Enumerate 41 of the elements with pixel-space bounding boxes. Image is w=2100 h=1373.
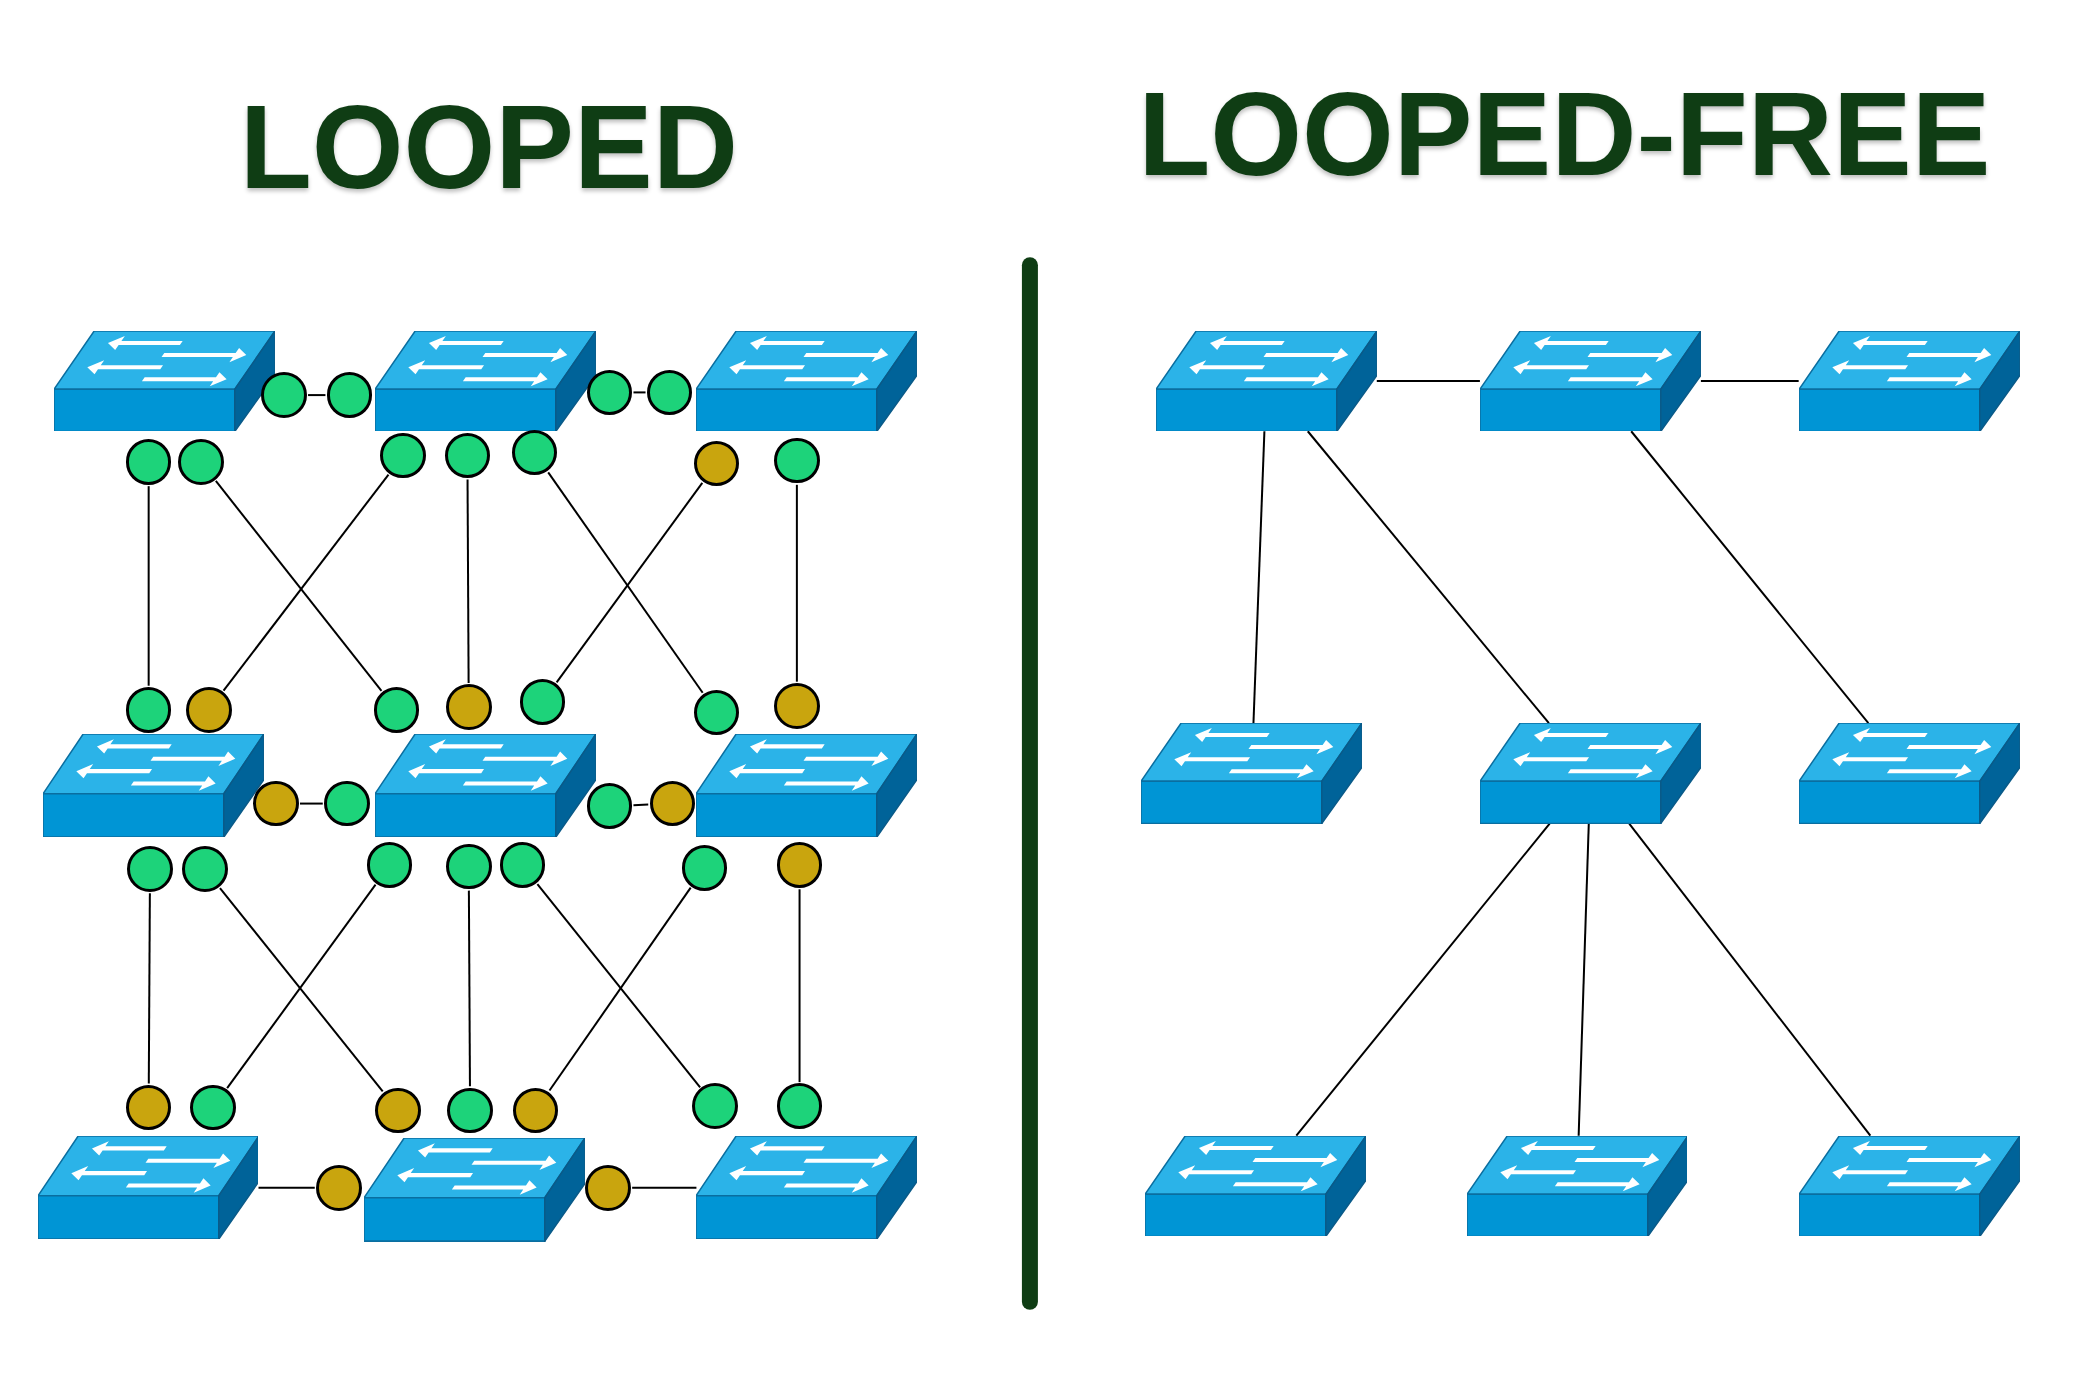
network-switch-icon xyxy=(1798,330,2020,432)
connector-line xyxy=(147,485,150,687)
connector-line xyxy=(467,889,471,1088)
network-switch-icon xyxy=(53,330,275,432)
network-switch-icon xyxy=(1798,1135,2020,1237)
connector-line xyxy=(1375,380,1481,383)
section-title: LOOPED xyxy=(239,88,738,207)
connector-line xyxy=(307,394,327,397)
connector-line xyxy=(1306,430,1550,725)
connector-line xyxy=(795,483,798,683)
connector-line xyxy=(1577,822,1590,1137)
connector-line xyxy=(798,888,801,1084)
network-switch-icon xyxy=(1466,1135,1688,1237)
connector-line xyxy=(536,883,702,1089)
network-switch-icon xyxy=(1798,723,2020,824)
connector-line xyxy=(257,1186,316,1189)
network-switch-icon xyxy=(375,733,596,838)
connector-line xyxy=(1630,430,1870,725)
network-switch-icon xyxy=(375,330,596,432)
connector-line xyxy=(631,1186,698,1189)
network-switch-icon xyxy=(696,733,918,838)
connector-line xyxy=(1628,822,1872,1137)
connector-line xyxy=(147,892,151,1085)
connector-line xyxy=(466,478,470,685)
network-switch-icon xyxy=(1155,330,1377,432)
network-switch-icon xyxy=(42,733,264,838)
network-switch-icon xyxy=(364,1138,586,1242)
network-switch-icon xyxy=(37,1135,259,1239)
connector-line xyxy=(632,391,647,394)
network-switch-icon xyxy=(1145,1135,1367,1237)
connector-line xyxy=(632,803,650,807)
network-switch-icon xyxy=(696,1135,918,1239)
connector-line xyxy=(299,802,324,805)
network-switch-icon xyxy=(1141,723,1363,824)
connector-line xyxy=(1699,380,1800,383)
connector-line xyxy=(1252,430,1266,725)
section-title: LOOPED-FREE xyxy=(1138,74,1991,193)
connector-line xyxy=(1295,822,1551,1137)
network-switch-icon xyxy=(696,330,918,432)
network-switch-icon xyxy=(1479,723,1701,824)
network-switch-icon xyxy=(1479,330,1701,432)
